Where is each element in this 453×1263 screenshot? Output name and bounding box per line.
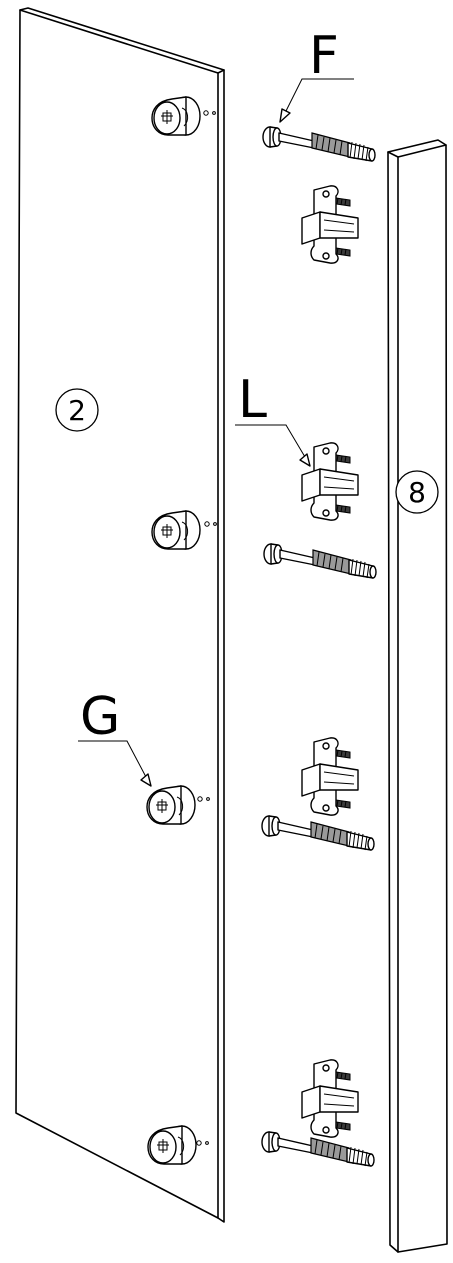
callout-f: F <box>279 26 354 123</box>
panel-8 <box>387 139 448 1253</box>
cam-lock-g <box>146 96 201 1165</box>
hinge-plate-l <box>301 185 359 1138</box>
label-panel-2: 2 <box>68 394 86 427</box>
label-l: L <box>238 370 267 430</box>
label-panel-8: 8 <box>408 476 426 509</box>
panel-number-2: 2 <box>55 388 99 432</box>
panel-number-8: 8 <box>395 470 439 514</box>
label-g: G <box>80 687 120 747</box>
callout-l: L <box>235 370 311 467</box>
label-f: F <box>309 26 339 86</box>
bolt-f <box>261 126 377 1167</box>
panel-2 <box>15 7 225 1223</box>
callout-g: G <box>78 687 152 787</box>
